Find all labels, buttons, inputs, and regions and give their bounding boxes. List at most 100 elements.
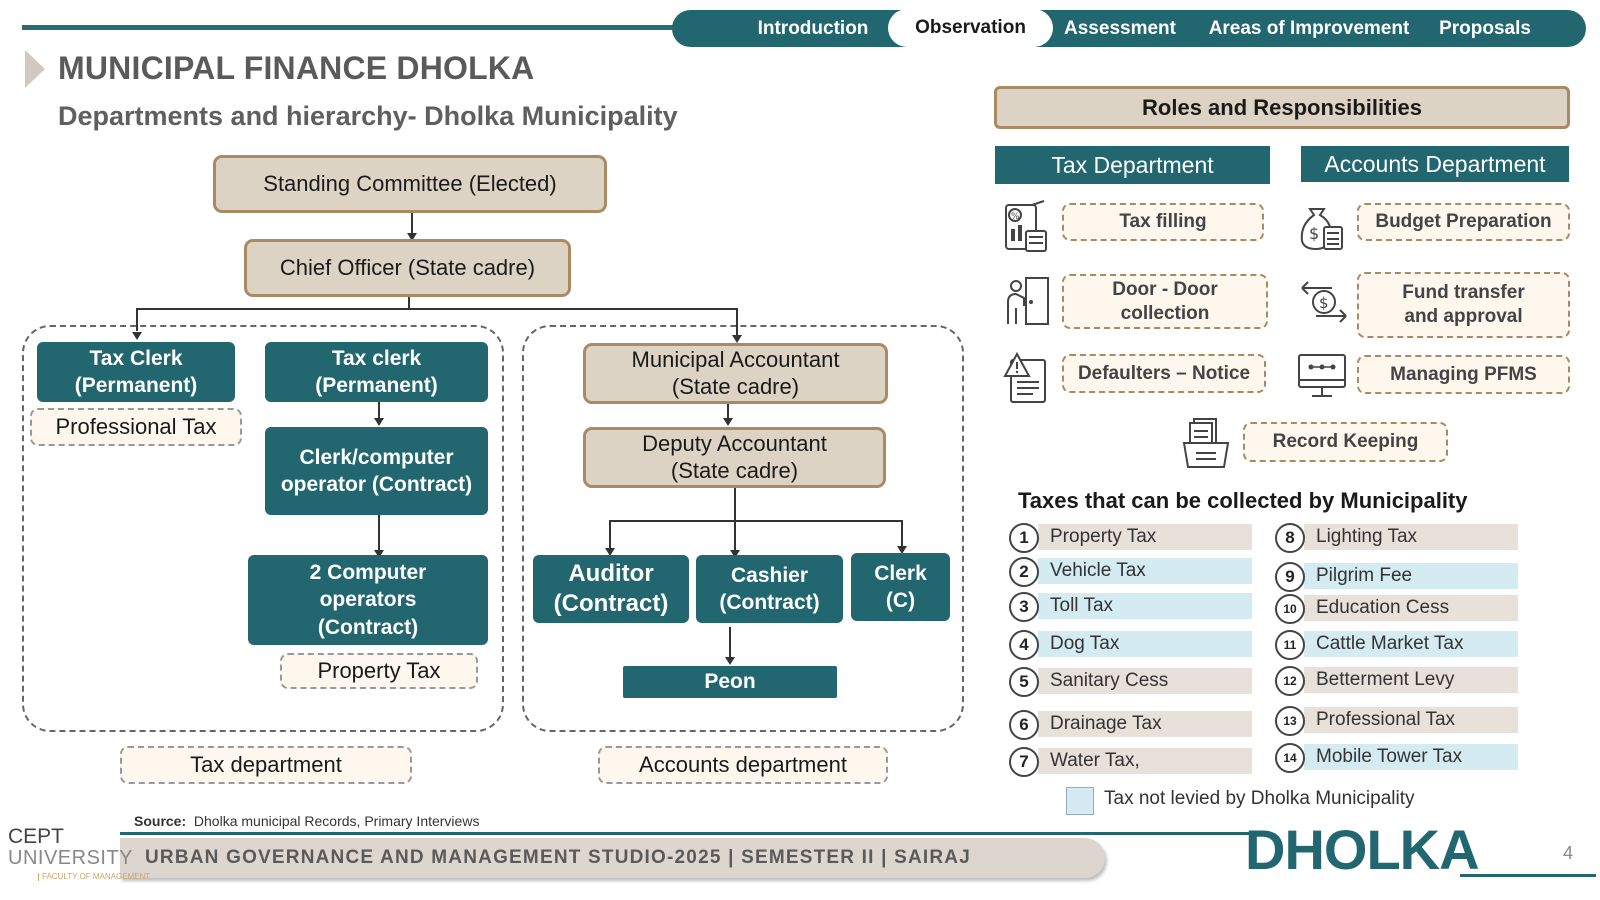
tax-item: Sanitary Cess — [1038, 668, 1252, 694]
chief-officer-box: Chief Officer (State cadre) — [244, 239, 571, 297]
city-wordmark: DHOLKA — [1245, 818, 1480, 881]
accounts-department-label: Accounts department — [598, 746, 888, 784]
arrow-down-icon — [374, 550, 384, 558]
connector — [609, 520, 611, 550]
fund-transfer-icon: $ — [1301, 281, 1347, 323]
footer-studio-text: URBAN GOVERNANCE AND MANAGEMENT STUDIO-2… — [145, 847, 971, 868]
tax-item: Lighting Tax — [1304, 524, 1518, 550]
property-tax-label: Property Tax — [280, 653, 478, 689]
deputy-accountant-box: Deputy Accountant (State cadre) — [583, 427, 886, 488]
not-levied-legend-swatch — [1066, 787, 1094, 815]
tax-item: Betterment Levy — [1304, 667, 1518, 693]
accounts-department-frame — [522, 325, 964, 732]
pfms-monitor-icon — [1298, 354, 1346, 397]
connector — [901, 520, 903, 548]
nav-accent-line — [22, 25, 682, 30]
tax-number-badge: 4 — [1009, 630, 1039, 660]
footer-accent-line-right — [1460, 874, 1596, 877]
page-title: MUNICIPAL FINANCE DHOLKA — [58, 50, 535, 86]
tax-item: Property Tax — [1038, 524, 1252, 550]
connector — [727, 402, 729, 418]
arrow-down-icon — [897, 546, 907, 554]
arrow-down-icon — [723, 418, 733, 426]
footer-accent-line — [120, 832, 1250, 835]
arrow-down-icon — [730, 550, 740, 558]
roles-responsibilities-header: Roles and Responsibilities — [994, 86, 1570, 129]
tax-department-frame — [22, 325, 504, 732]
standing-committee-box: Standing Committee (Elected) — [213, 155, 607, 213]
svg-text:%: % — [1011, 212, 1020, 222]
budget-money-bag-icon: $ — [1300, 208, 1343, 251]
professional-tax-label: Professional Tax — [30, 408, 242, 446]
not-levied-legend-label: Tax not levied by Dholka Municipality — [1104, 788, 1415, 809]
nav-tab-assessment[interactable]: Assessment — [1064, 17, 1176, 39]
tax-number-badge: 14 — [1275, 743, 1305, 773]
peon-box: Peon — [623, 666, 837, 698]
arrow-down-icon — [605, 548, 615, 556]
task-record-keeping: Record Keeping — [1243, 422, 1448, 462]
tax-item: Vehicle Tax — [1038, 558, 1252, 584]
footer-bar — [120, 838, 1105, 878]
task-managing-pfms: Managing PFMS — [1357, 355, 1570, 394]
accounts-department-header: Accounts Department — [1301, 146, 1569, 182]
tax-item: Education Cess — [1304, 595, 1518, 621]
source-label: Source: — [134, 813, 187, 829]
tax-number-badge: 8 — [1275, 523, 1305, 553]
arrow-down-icon — [732, 335, 742, 343]
tax-item: Mobile Tower Tax — [1304, 744, 1518, 770]
computer-operators-box: 2 Computer operators (Contract) — [248, 555, 488, 645]
arrow-down-icon — [374, 418, 384, 426]
tax-number-badge: 2 — [1009, 557, 1039, 587]
tax-number-badge: 9 — [1275, 562, 1305, 592]
auditor-box: Auditor (Contract) — [533, 555, 689, 623]
svg-text:$: $ — [1319, 294, 1329, 312]
title-arrow-icon — [25, 50, 45, 88]
tax-number-badge: 12 — [1275, 666, 1305, 696]
door-collection-icon — [1007, 277, 1049, 325]
tax-number-badge: 3 — [1009, 592, 1039, 622]
connector — [378, 400, 380, 418]
tax-number-badge: 1 — [1009, 523, 1039, 553]
cashier-box: Cashier (Contract) — [696, 555, 843, 623]
cept-logo-faculty: FACULTY OF MANAGEMENT — [38, 873, 150, 881]
connector — [408, 296, 410, 308]
tax-item: Dog Tax — [1038, 631, 1252, 657]
connector — [609, 520, 903, 522]
taxes-list-title: Taxes that can be collected by Municipal… — [1018, 488, 1468, 513]
tax-department-label: Tax department — [120, 746, 412, 784]
connector — [378, 515, 380, 553]
tax-number-badge: 6 — [1009, 710, 1039, 740]
task-defaulters-notice: Defaulters – Notice — [1062, 354, 1266, 393]
connector — [136, 308, 738, 310]
source-note: Source: Dholka municipal Records, Primar… — [134, 813, 479, 829]
tax-department-header: Tax Department — [995, 146, 1270, 184]
tax-item: Cattle Market Tax — [1304, 631, 1518, 657]
tax-clerk-permanent-box: Tax Clerk (Permanent) — [37, 342, 235, 402]
connector — [736, 308, 738, 335]
task-tax-filling: Tax filling — [1062, 203, 1264, 241]
tax-clerk-permanent-box-2: Tax clerk (Permanent) — [265, 342, 488, 402]
arrow-down-icon — [725, 657, 735, 665]
cept-logo-text: CEPT — [8, 825, 65, 848]
record-keeping-icon — [1182, 418, 1230, 468]
task-budget-preparation: Budget Preparation — [1357, 203, 1570, 241]
nav-tab-areas-of-improvement[interactable]: Areas of Improvement — [1208, 17, 1410, 39]
municipal-accountant-box: Municipal Accountant (State cadre) — [583, 343, 888, 404]
nav-tab-proposals[interactable]: Proposals — [1439, 17, 1531, 39]
connector — [734, 520, 736, 552]
clerk-c-box: Clerk (C) — [851, 553, 950, 621]
tax-item: Water Tax, — [1038, 748, 1252, 774]
arrow-down-icon — [132, 332, 142, 340]
tax-number-badge: 5 — [1009, 667, 1039, 697]
connector — [136, 308, 138, 331]
tax-number-badge: 10 — [1275, 594, 1305, 624]
connector — [411, 213, 413, 235]
defaulter-notice-icon — [1003, 351, 1046, 403]
arrow-down-icon — [407, 233, 417, 241]
connector — [729, 627, 731, 657]
nav-tab-observation[interactable]: Observation — [888, 9, 1053, 47]
task-door-collection: Door - Door collection — [1062, 274, 1268, 329]
source-text: Dholka municipal Records, Primary Interv… — [193, 813, 480, 829]
nav-tab-introduction[interactable]: Introduction — [757, 17, 869, 39]
page-number: 4 — [1563, 843, 1574, 863]
